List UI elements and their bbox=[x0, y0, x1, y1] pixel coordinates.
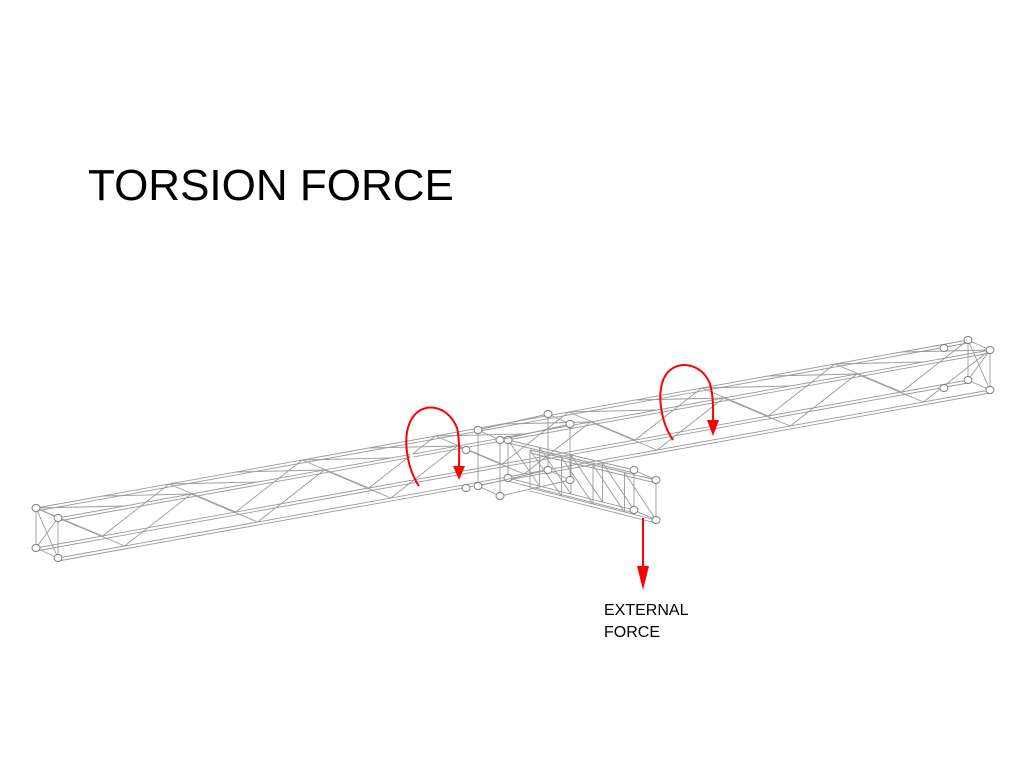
external-force-label: EXTERNAL FORCE bbox=[604, 600, 688, 644]
external-force-label-line2: FORCE bbox=[604, 624, 660, 641]
external-force-label-line1: EXTERNAL bbox=[604, 602, 689, 619]
truss-structure bbox=[31, 336, 995, 562]
left-torsion-arrow bbox=[405, 406, 465, 487]
slide-title: TORSION FORCE bbox=[88, 161, 454, 210]
right-torsion-arrow bbox=[659, 364, 719, 441]
external-force-arrow bbox=[637, 518, 649, 590]
